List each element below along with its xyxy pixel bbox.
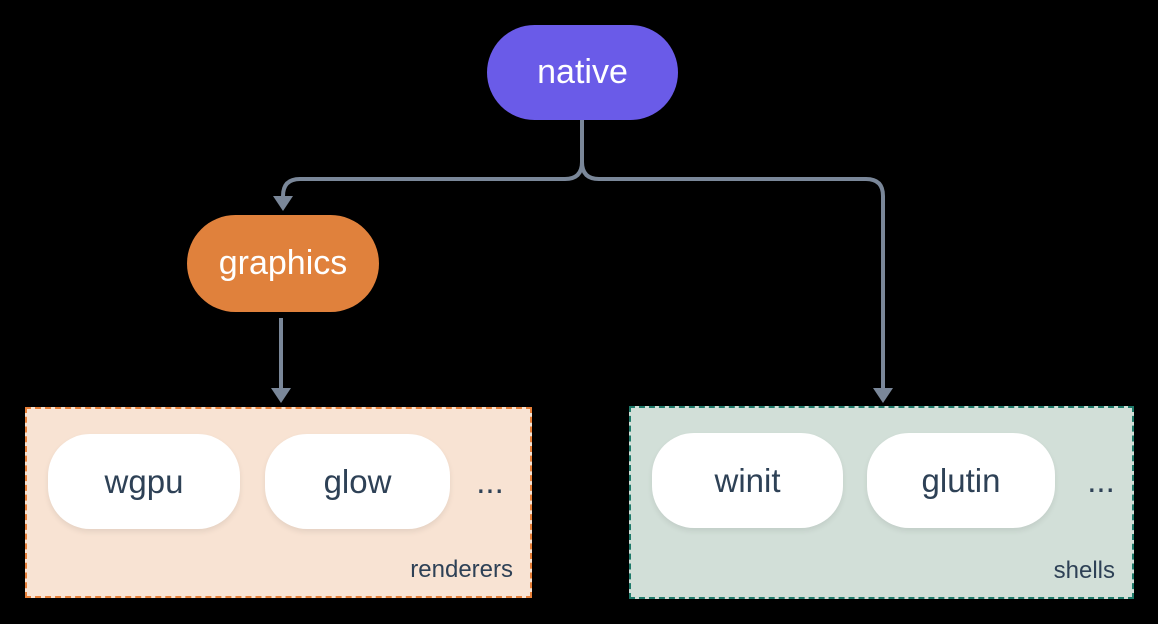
- arrowhead-native-to-graphics: [273, 196, 293, 211]
- renderers-ellipsis: ...: [476, 462, 504, 500]
- group-renderers: wgpu glow ... renderers: [25, 407, 532, 598]
- edge-native-to-shells: [580, 120, 885, 389]
- group-shells: winit glutin ... shells: [629, 406, 1134, 599]
- node-graphics: graphics: [187, 215, 379, 312]
- pill-winit-label: winit: [714, 461, 781, 499]
- pill-wgpu: wgpu: [48, 434, 240, 529]
- shells-ellipsis: ...: [1087, 461, 1115, 499]
- arrowhead-graphics-to-renderers: [271, 388, 291, 403]
- edge-native-to-graphics: [281, 120, 584, 198]
- pill-glow: glow: [265, 434, 450, 529]
- group-renderers-label: renderers: [410, 556, 513, 583]
- pill-glutin: glutin: [867, 433, 1055, 528]
- node-native: native: [487, 25, 678, 120]
- pill-glow-label: glow: [323, 462, 392, 500]
- pill-wgpu-label: wgpu: [104, 462, 184, 500]
- arrowhead-native-to-shells: [873, 388, 893, 403]
- node-native-label: native: [537, 53, 628, 91]
- pill-glutin-label: glutin: [921, 461, 1001, 499]
- pill-winit: winit: [652, 433, 843, 528]
- group-shells-label: shells: [1053, 557, 1115, 584]
- node-graphics-label: graphics: [218, 244, 348, 282]
